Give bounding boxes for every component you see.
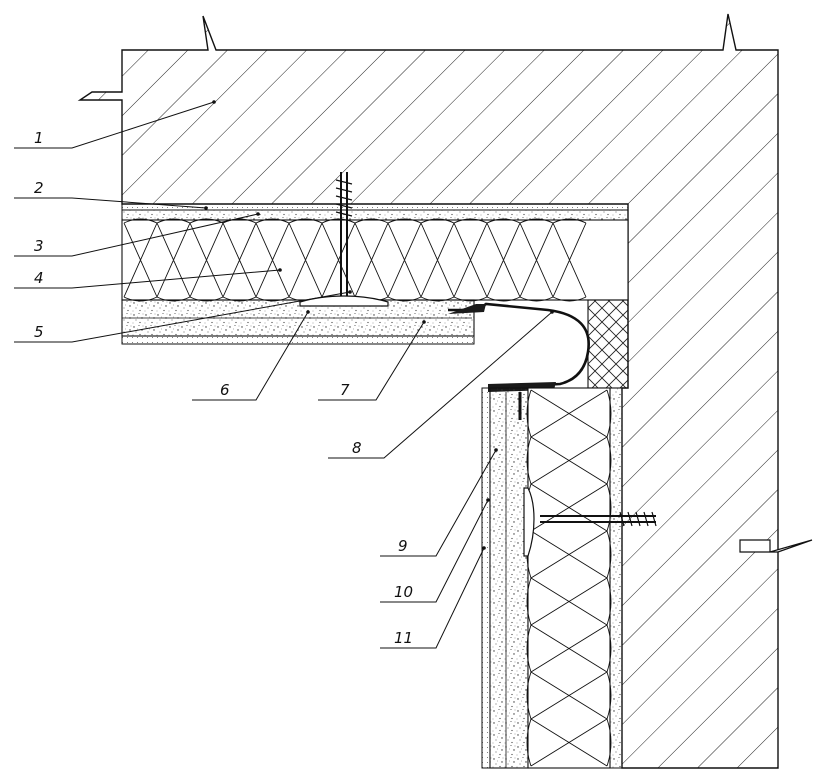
callout-4: 4 — [34, 269, 44, 287]
callout-5: 5 — [34, 323, 44, 341]
callout-6: 6 — [220, 381, 230, 399]
callout-10: 10 — [394, 583, 413, 601]
adhesive-layer-vertical — [609, 387, 623, 769]
dowel-side — [523, 487, 657, 557]
mineral-wool-horizontal — [121, 218, 629, 302]
concrete-structure — [77, 13, 779, 769]
callout-8: 8 — [352, 439, 362, 457]
callout-3: 3 — [34, 237, 44, 255]
mineral-wool-vertical — [526, 387, 612, 769]
callout-9: 9 — [398, 537, 408, 555]
break-line-right — [739, 539, 813, 553]
leader-lines — [14, 101, 553, 649]
plaster-base-vertical — [489, 387, 529, 769]
finish-coat-horizontal — [121, 335, 475, 345]
callout-1: 1 — [34, 129, 44, 147]
leader-dots — [204, 100, 554, 550]
corner-block — [587, 299, 629, 389]
callout-7: 7 — [340, 381, 350, 399]
callout-2: 2 — [34, 179, 44, 197]
finish-coat-vertical — [481, 387, 491, 769]
callout-11: 11 — [394, 629, 413, 647]
dowel-top — [299, 172, 389, 307]
adhesive-layer-3 — [121, 209, 629, 221]
